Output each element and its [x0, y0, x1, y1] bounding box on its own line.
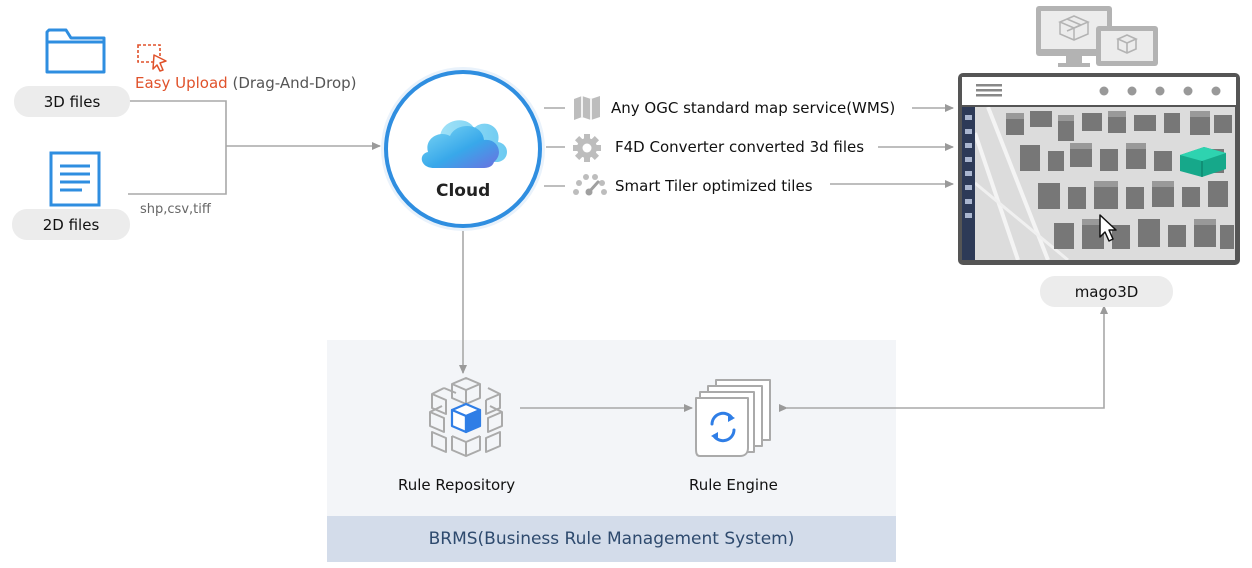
brms-title: BRMS(Business Rule Management System) [327, 516, 896, 562]
rule-repository-label: Rule Repository [398, 476, 516, 494]
files-2d-label: 2D files [12, 209, 130, 240]
cloud-label: Cloud [436, 181, 491, 201]
upload-highlight: Easy Upload [135, 74, 228, 92]
drag-drop-icon [137, 44, 167, 72]
service-label-wms: Any OGC standard map service(WMS) [611, 99, 896, 117]
cube-stack-icon [429, 377, 503, 457]
highlighted-building-icon [1180, 147, 1226, 177]
cloud-node [381, 67, 545, 231]
mago3d-viewer [958, 73, 1240, 265]
mago3d-label: mago3D [1040, 276, 1173, 307]
cursor-icon [1099, 214, 1117, 242]
service-label-f4d: F4D Converter converted 3d files [615, 138, 865, 156]
map-icon [574, 96, 600, 120]
gear-icon [573, 134, 601, 162]
service-label-tiler: Smart Tiler optimized tiles [615, 177, 813, 195]
document-sync-icon [695, 379, 771, 457]
menu-icon [976, 84, 1002, 97]
upload-detail: (Drag-And-Drop) [232, 74, 357, 92]
devices-icon [1036, 6, 1158, 67]
files-3d-label: 3D files [14, 86, 130, 117]
cloud-icon [421, 120, 507, 168]
upload-caption: Easy Upload (Drag-And-Drop) [135, 74, 357, 92]
document-icon [49, 151, 101, 207]
formats-2d: shp,csv,tiff [140, 202, 211, 217]
gauge-icon [573, 174, 607, 196]
rule-engine-label: Rule Engine [689, 476, 778, 494]
folder-icon [45, 28, 106, 74]
